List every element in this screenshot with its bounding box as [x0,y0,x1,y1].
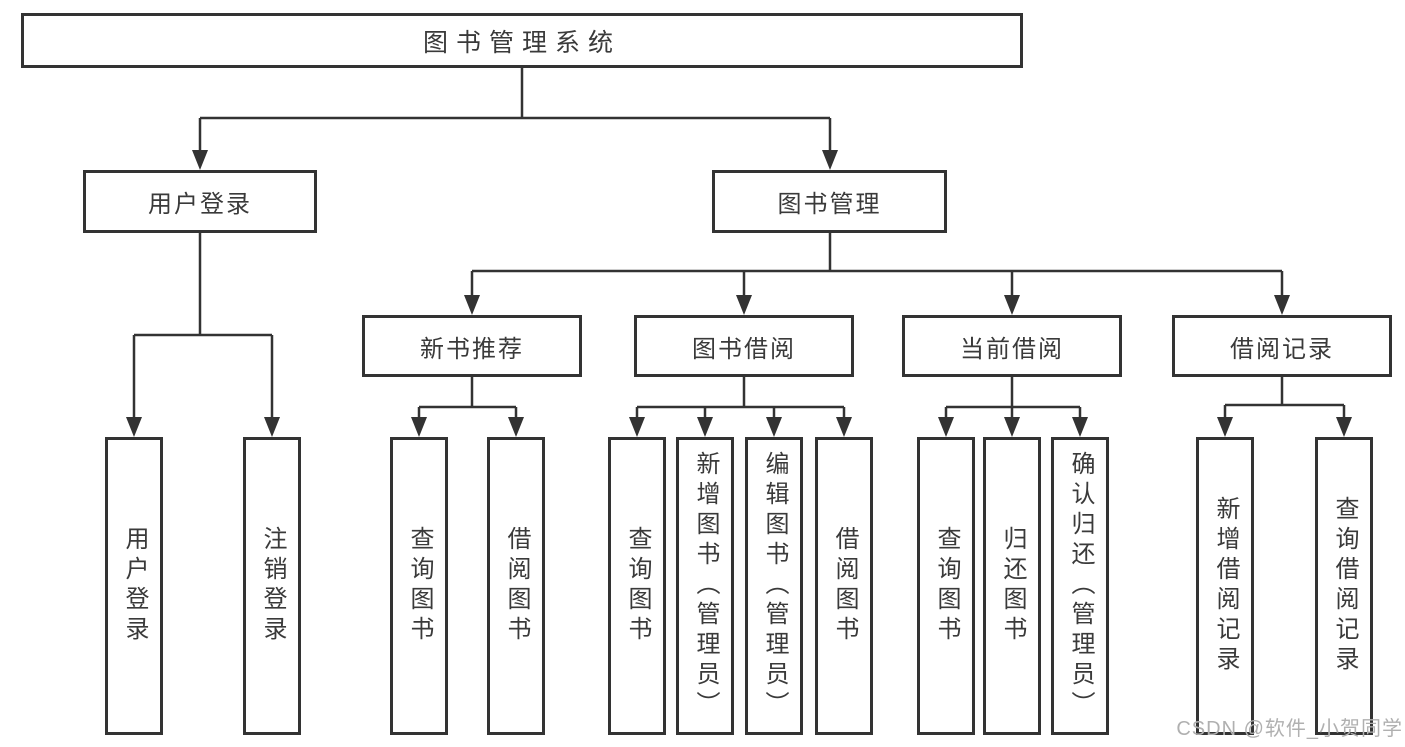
node-current-borrowing: 当前借阅 [902,315,1122,377]
node-book-management: 图书管理 [712,170,947,233]
leaf-borrow-add-books-admin: 新增图书（管理员） [676,437,734,735]
node-book-borrowing: 图书借阅 [634,315,854,377]
connector-root [192,68,838,170]
connector-book-management [464,233,1290,315]
leaf-current-return-books: 归还图书 [983,437,1041,735]
leaf-current-query-books: 查询图书 [917,437,975,735]
leaf-records-query-record: 查询借阅记录 [1315,437,1373,735]
leaf-records-add-record: 新增借阅记录 [1196,437,1254,735]
connector-current-borrowing [938,377,1088,437]
connector-borrowing-records [1217,377,1352,437]
leaf-borrow-borrow-books: 借阅图书 [815,437,873,735]
leaf-newbook-query-books: 查询图书 [390,437,448,735]
node-borrowing-records: 借阅记录 [1172,315,1392,377]
node-root: 图书管理系统 [21,13,1023,68]
leaf-logout: 注销登录 [243,437,301,735]
leaf-newbook-borrow-books: 借阅图书 [487,437,545,735]
connector-book-borrowing [629,377,852,437]
leaf-current-confirm-return-admin: 确认归还（管理员） [1051,437,1109,735]
leaf-borrow-query-books: 查询图书 [608,437,666,735]
watermark: CSDN @软件_小贺同学 [1176,718,1403,740]
node-new-book-recommend: 新书推荐 [362,315,582,377]
connector-new-book [411,377,524,437]
leaf-borrow-edit-books-admin: 编辑图书（管理员） [745,437,803,735]
leaf-user-login: 用户登录 [105,437,163,735]
node-user-login: 用户登录 [83,170,317,233]
connector-user-login [126,233,280,437]
